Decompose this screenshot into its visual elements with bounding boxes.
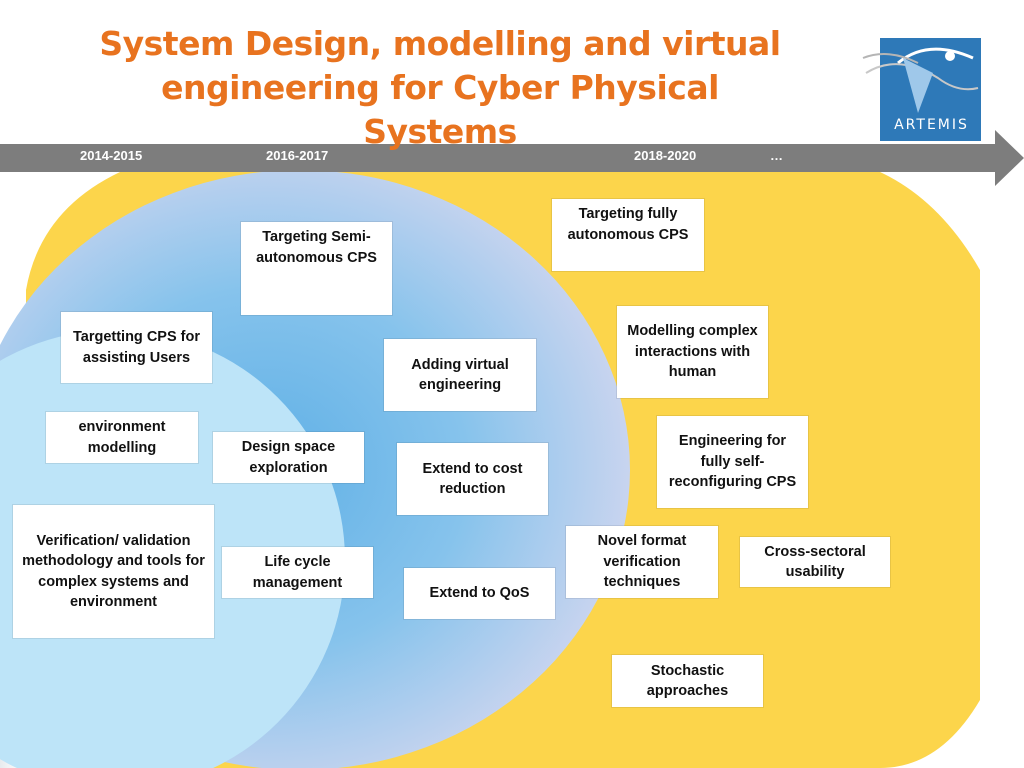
box-modelling-complex-interactions: Modelling complex interactions with huma…: [617, 306, 768, 398]
artemis-logo-text: ARTEMIS: [894, 117, 969, 133]
page-title: System Design, modelling and virtual eng…: [80, 22, 800, 154]
box-design-space-exploration: Design space exploration: [213, 432, 364, 483]
box-extend-cost-reduction: Extend to cost reduction: [397, 443, 548, 515]
box-extend-qos: Extend to QoS: [404, 568, 555, 619]
box-environment-modelling: environment modelling: [46, 412, 198, 463]
box-targeting-semi-autonomous: Targeting Semi-autonomous CPS: [241, 222, 392, 315]
timeline-label-2016: 2016-2017: [266, 148, 329, 163]
timeline-label-2018: 2018-2020: [634, 148, 697, 163]
box-cross-sectoral-usability: Cross-sectoral usability: [740, 537, 890, 587]
box-targetting-assisting-users: Targetting CPS for assisting Users: [61, 312, 212, 383]
timeline-label-2014: 2014-2015: [80, 148, 143, 163]
box-life-cycle-management: Life cycle management: [222, 547, 373, 598]
box-novel-format-verification: Novel format verification techniques: [566, 526, 718, 598]
title-line-1: System Design, modelling and virtual: [99, 24, 781, 63]
box-verification-validation: Verification/ validation methodology and…: [13, 505, 214, 638]
artemis-logo: [862, 38, 981, 141]
box-targeting-fully-autonomous: Targeting fully autonomous CPS: [552, 199, 704, 271]
title-line-2: engineering for Cyber Physical Systems: [161, 68, 719, 151]
box-stochastic-approaches: Stochastic approaches: [612, 655, 763, 707]
box-adding-virtual-engineering: Adding virtual engineering: [384, 339, 536, 411]
box-engineering-self-reconfiguring: Engineering for fully self-reconfiguring…: [657, 416, 808, 508]
timeline-arrow: [0, 130, 1024, 186]
timeline-label-ellipsis: …: [770, 148, 783, 163]
